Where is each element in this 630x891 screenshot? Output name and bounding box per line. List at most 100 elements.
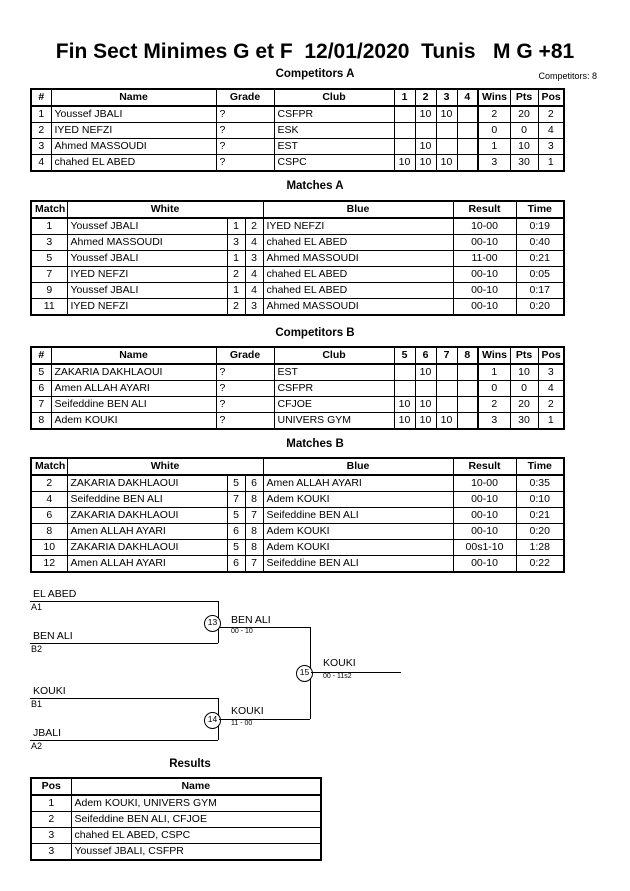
cell-match-number: 11 (30, 298, 68, 316)
bracket-entrant-name-4: JBALI (33, 727, 62, 739)
column-header: Pts (509, 88, 539, 107)
cell-name: ZAKARIA DAKHLAOUI (50, 363, 217, 381)
cell-match-3: 10 (435, 154, 458, 172)
cell-pos: 2 (537, 396, 565, 413)
column-header: Match (30, 457, 68, 476)
cell-blue-name: IYED NEFZI (262, 217, 454, 235)
cell-name: Youssef JBALI, CSFPR (70, 843, 322, 861)
column-header: Pos (537, 346, 565, 365)
cell-white-name: IYED NEFZI (66, 266, 228, 283)
section-title-competitors-b: Competitors B (275, 327, 355, 339)
cell-match-2: 10 (414, 105, 437, 123)
cell-result: 00-10 (452, 282, 517, 299)
cell-pts: 10 (509, 138, 539, 155)
cell-white-name: Amen ALLAH AYARI (66, 555, 228, 573)
column-header: White (66, 457, 264, 476)
cell-blue-name: Adem KOUKI (262, 523, 454, 540)
cell-pts: 10 (509, 363, 539, 381)
cell-blue-seed: 7 (244, 555, 264, 573)
cell-match-1 (393, 105, 416, 123)
cell-blue-seed: 8 (244, 539, 264, 556)
cell-white-seed: 2 (226, 266, 246, 283)
cell-match-number: 7 (30, 266, 68, 283)
cell-pos: 2 (537, 105, 565, 123)
column-header: Grade (215, 346, 275, 365)
cell-blue-name: Seifeddine BEN ALI (262, 507, 454, 524)
cell-match-2: 10 (414, 412, 437, 430)
cell-match-2 (414, 380, 437, 397)
cell-blue-name: Seifeddine BEN ALI (262, 555, 454, 573)
cell-white-seed: 7 (226, 491, 246, 508)
cell-grade: ? (215, 412, 275, 430)
cell-white-seed: 5 (226, 539, 246, 556)
cell-match-1 (393, 363, 416, 381)
bracket-connector-1 (218, 601, 219, 643)
cell-result: 00-10 (452, 491, 517, 508)
cell-result: 00s1-10 (452, 539, 517, 556)
cell-result: 10-00 (452, 217, 517, 235)
cell-number: 3 (30, 138, 52, 155)
cell-match-number: 9 (30, 282, 68, 299)
bracket-score-15: 00 - 11s2 (323, 673, 352, 680)
section-title-matches-a: Matches A (286, 180, 344, 192)
cell-position: 1 (30, 794, 72, 812)
cell-match-3: 10 (435, 105, 458, 123)
cell-wins: 0 (477, 380, 511, 397)
cell-match-4 (456, 363, 479, 381)
cell-wins: 3 (477, 412, 511, 430)
column-header: Pos (30, 777, 72, 796)
cell-wins: 2 (477, 105, 511, 123)
bracket-line-15 (311, 672, 401, 673)
column-header: 6 (414, 346, 437, 365)
cell-blue-seed: 7 (244, 507, 264, 524)
cell-result: 00-10 (452, 523, 517, 540)
cell-blue-name: Amen ALLAH AYARI (262, 474, 454, 492)
cell-match-4 (456, 380, 479, 397)
cell-match-number: 10 (30, 539, 68, 556)
cell-white-name: ZAKARIA DAKHLAOUI (66, 474, 228, 492)
cell-result: 10-00 (452, 474, 517, 492)
cell-club: CSFPR (273, 380, 395, 397)
bracket-winner-13: BEN ALI (231, 614, 271, 626)
bracket-node-15: 15 (296, 665, 313, 682)
column-header: Club (273, 346, 395, 365)
cell-white-seed: 1 (226, 282, 246, 299)
cell-white-seed: 5 (226, 474, 246, 492)
cell-match-1: 10 (393, 412, 416, 430)
cell-blue-seed: 8 (244, 491, 264, 508)
cell-match-3 (435, 396, 458, 413)
bracket-entrant-seed-1: A1 (31, 602, 43, 612)
cell-white-name: Seifeddine BEN ALI (66, 491, 228, 508)
bracket-line-13 (219, 627, 310, 628)
cell-match-number: 2 (30, 474, 68, 492)
bracket-connector-2 (218, 698, 219, 740)
cell-time: 0:19 (515, 217, 565, 235)
cell-match-4 (456, 412, 479, 430)
cell-number: 8 (30, 412, 52, 430)
cell-match-4 (456, 154, 479, 172)
column-header: # (30, 88, 52, 107)
cell-name: Adem KOUKI, UNIVERS GYM (70, 794, 322, 812)
cell-pts: 30 (509, 412, 539, 430)
cell-match-number: 8 (30, 523, 68, 540)
column-header: Wins (477, 88, 511, 107)
cell-time: 0:40 (515, 234, 565, 251)
cell-result: 00-10 (452, 555, 517, 573)
cell-club: CFJOE (273, 396, 395, 413)
cell-white-name: ZAKARIA DAKHLAOUI (66, 539, 228, 556)
